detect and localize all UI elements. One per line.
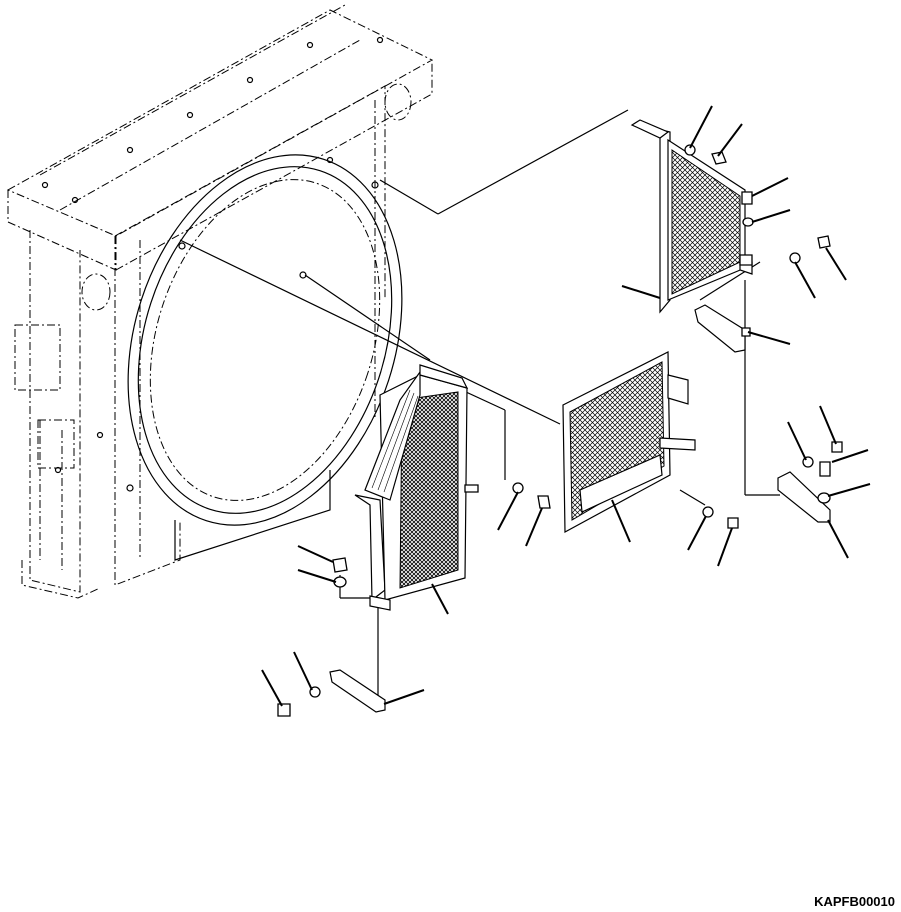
figure-code: KAPFB00010 xyxy=(814,894,895,909)
frame-bolts xyxy=(41,36,384,492)
left-grill-cover xyxy=(354,364,469,611)
upper-stay xyxy=(694,304,746,353)
lower-left-stay xyxy=(329,669,386,713)
callout-leaders xyxy=(261,105,871,707)
bolts-and-washers xyxy=(277,144,843,717)
radiator-assembly xyxy=(6,4,434,599)
center-guard xyxy=(562,351,696,533)
upper-right-guard xyxy=(630,119,753,314)
